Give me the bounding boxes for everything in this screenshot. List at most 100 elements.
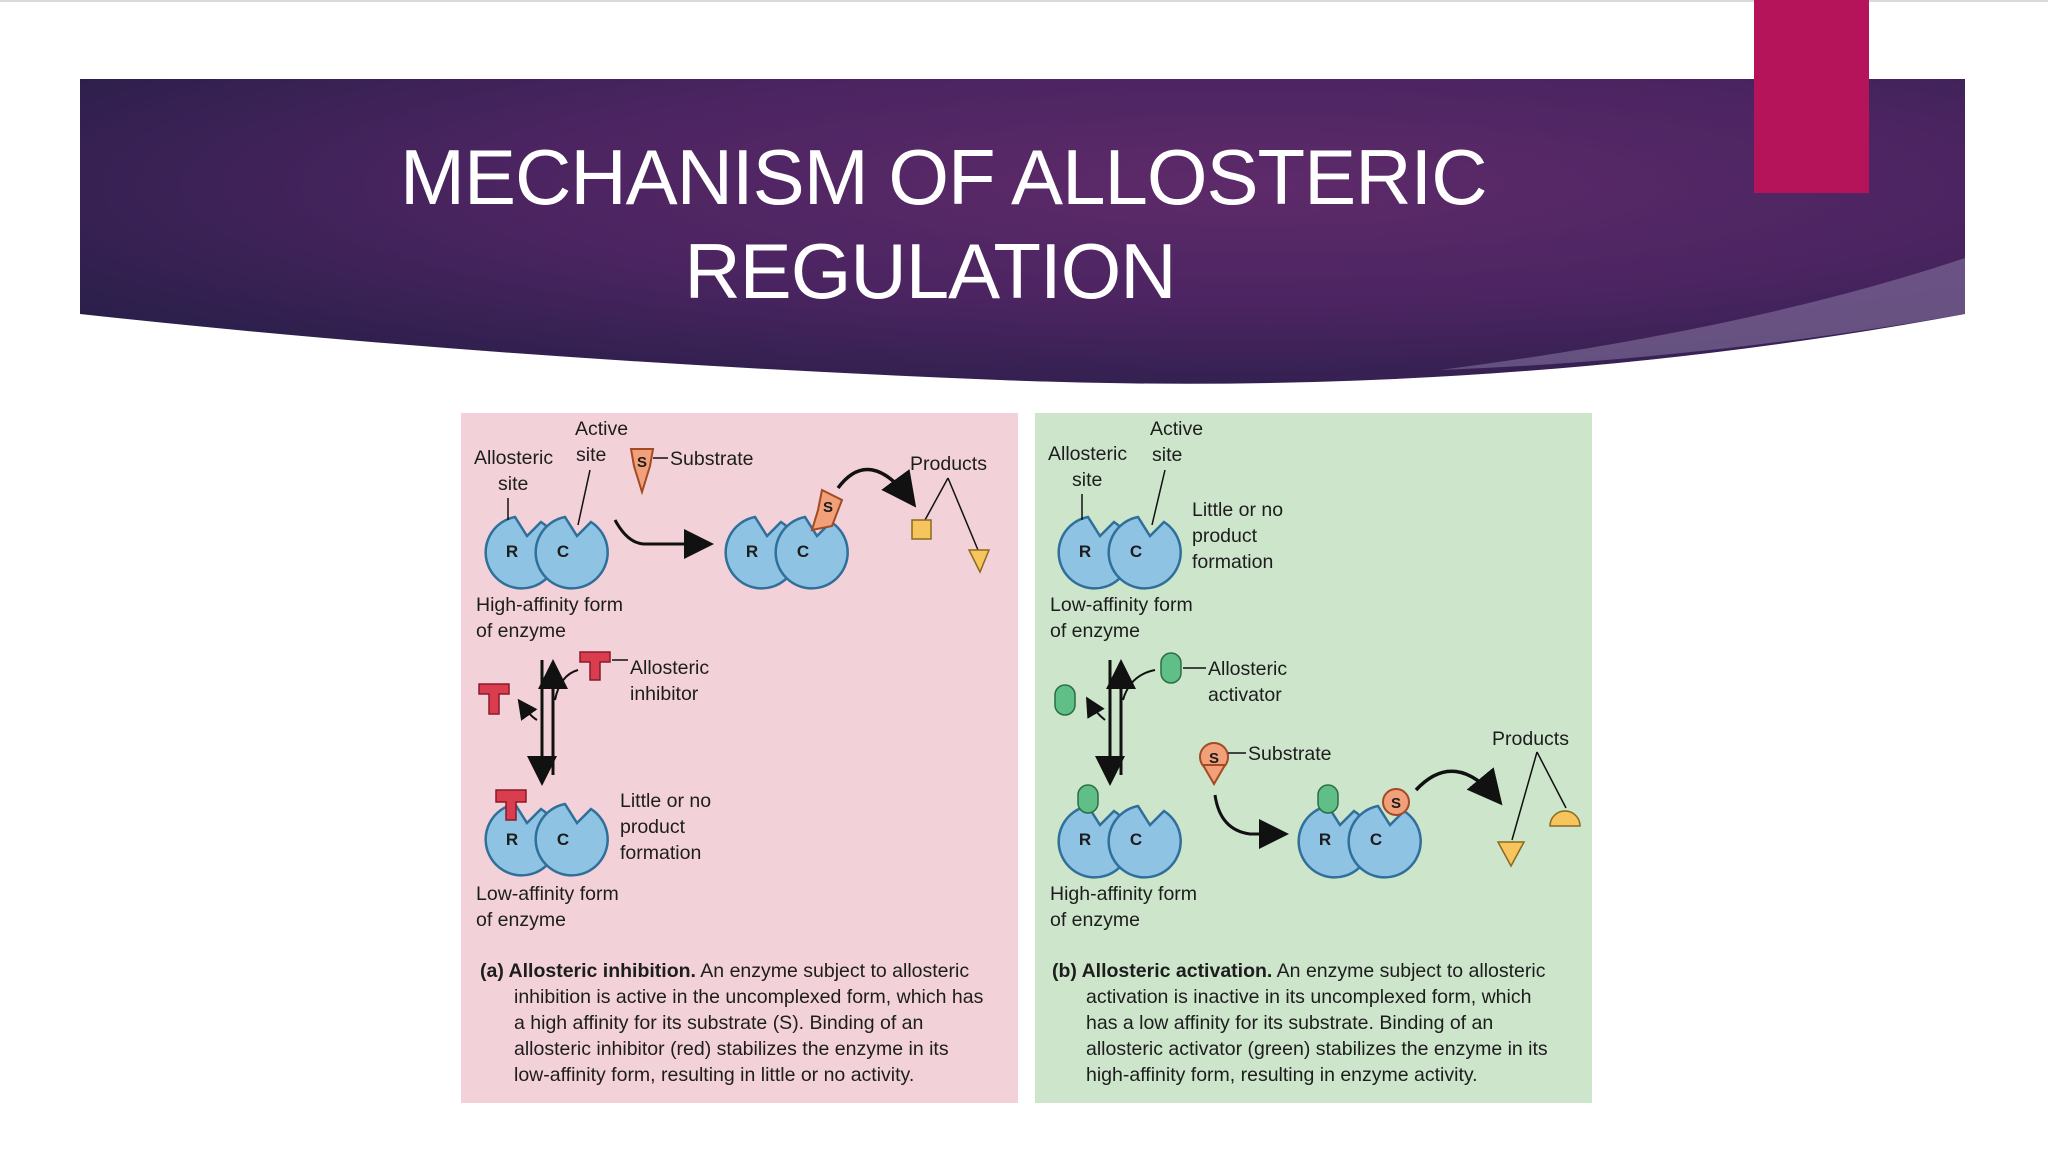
bound-activator-icon	[1077, 784, 1099, 814]
caption-panel-b: (b) Allosteric activation. An enzyme sub…	[1052, 958, 1572, 1088]
pointer-product-1-b	[1511, 751, 1538, 841]
label-active-site-a-2: site	[576, 444, 606, 466]
panel-b: R C Active site Allosteric site Little o…	[1048, 418, 1581, 931]
label-little-b-2: product	[1192, 525, 1258, 547]
substrate-bound-glyph-a: S	[823, 499, 833, 516]
enzyme-b-high-affinity: R C	[1057, 784, 1182, 879]
title-line-2: REGULATION	[684, 227, 1176, 315]
slide-title: MECHANISM OF ALLOSTERIC REGULATION	[400, 130, 1488, 318]
bound-activator-icon-2	[1317, 784, 1339, 814]
label-allosteric-site-a-1: Allosteric	[474, 447, 553, 469]
arrow-inhibitor-leave	[517, 698, 538, 721]
panel-a: R C Active site Allosteric site S Substr…	[474, 418, 991, 931]
label-active-site-b-2: site	[1152, 444, 1182, 466]
caption-a-line-2: inhibition is active in the uncomplexed …	[514, 986, 984, 1008]
banner-swoosh	[1440, 258, 1965, 370]
title-banner	[0, 0, 2048, 384]
label-little-a-1: Little or no	[620, 790, 711, 812]
pointer-active-site-a	[577, 469, 591, 526]
catalytic-subunit-label-b1: C	[1130, 542, 1142, 561]
product-semicircle-b	[1549, 810, 1581, 827]
caption-b-line-1: An enzyme subject to allosteric	[1276, 960, 1546, 982]
arrow-activator-join	[1122, 669, 1156, 701]
enzyme-substrate-complex-b: S R C	[1297, 784, 1422, 879]
regulatory-subunit-label-b1: R	[1079, 542, 1091, 561]
catalytic-subunit-label-3: C	[557, 830, 569, 849]
accent-tab	[1754, 0, 1869, 193]
catalytic-subunit-label: C	[557, 542, 569, 561]
allosteric-inhibitor-icon	[579, 651, 611, 681]
label-little-b-1: Little or no	[1192, 499, 1283, 521]
released-inhibitor-icon	[478, 683, 510, 715]
regulatory-subunit-label-3: R	[506, 830, 518, 849]
substrate-a: S	[629, 448, 655, 496]
label-low-affinity-b-2: of enzyme	[1050, 620, 1140, 642]
caption-b-line-4: allosteric activator (green) stabilizes …	[1086, 1038, 1548, 1060]
arrow-binding-a	[613, 519, 714, 559]
label-high-affinity-b-1: High-affinity form	[1050, 883, 1197, 905]
caption-b-line-3: has a low affinity for its substrate. Bi…	[1086, 1012, 1494, 1034]
regulatory-subunit-label-2: R	[746, 542, 758, 561]
label-inhibitor-1: Allosteric	[630, 657, 709, 679]
regulatory-subunit-label-b3: R	[1319, 830, 1331, 849]
pointer-product-1-a	[924, 477, 949, 521]
substrate-bound-glyph-b: S	[1391, 795, 1401, 812]
arrow-activator-leave	[1085, 696, 1106, 721]
banner-shape	[80, 79, 1965, 384]
arrow-products-a	[836, 467, 917, 508]
substrate-glyph-b: S	[1209, 750, 1219, 767]
caption-a-line-1: An enzyme subject to allosteric	[700, 960, 970, 982]
label-high-affinity-b-2: of enzyme	[1050, 909, 1140, 931]
bound-inhibitor-icon	[495, 789, 527, 821]
catalytic-subunit-label-b2: C	[1130, 830, 1142, 849]
arrow-binding-b	[1213, 794, 1289, 849]
caption-panel-a: (a) Allosteric inhibition. An enzyme sub…	[480, 958, 1000, 1088]
label-low-affinity-a-1: Low-affinity form	[476, 883, 619, 905]
caption-a-line-3: a high affinity for its substrate (S). B…	[514, 1012, 924, 1034]
label-substrate-a: Substrate	[670, 448, 753, 470]
label-products-b: Products	[1492, 728, 1569, 750]
label-active-site-b-1: Active	[1150, 418, 1203, 440]
label-substrate-b: Substrate	[1248, 743, 1331, 765]
released-activator-icon	[1054, 684, 1076, 716]
title-line-1: MECHANISM OF ALLOSTERIC	[400, 133, 1488, 221]
product-triangle-b	[1496, 841, 1526, 868]
label-little-a-3: formation	[620, 842, 701, 864]
enzyme-substrate-complex-a: S R C	[724, 488, 849, 590]
pointer-product-2-b	[1536, 751, 1567, 809]
label-low-affinity-a-2: of enzyme	[476, 909, 566, 931]
caption-a-label: (a) Allosteric inhibition.	[480, 960, 696, 982]
arrow-inhibitor-join	[554, 669, 579, 701]
label-allosteric-site-b-1: Allosteric	[1048, 443, 1127, 465]
label-activator-2: activator	[1208, 684, 1282, 706]
label-products-a: Products	[910, 453, 987, 475]
regulatory-subunit-label: R	[506, 542, 518, 561]
label-active-site-a-1: Active	[575, 418, 628, 440]
label-allosteric-site-a-2: site	[498, 473, 528, 495]
enzyme-a-low-affinity: R C	[484, 789, 609, 877]
label-little-a-2: product	[620, 816, 686, 838]
product-triangle-a	[967, 549, 991, 574]
product-square-a	[911, 519, 932, 540]
label-little-b-3: formation	[1192, 551, 1273, 573]
substrate-glyph-a: S	[637, 454, 647, 471]
enzyme-b-low-affinity: R C	[1057, 515, 1182, 590]
enzyme-a-high-affinity: R C	[484, 515, 609, 590]
label-inhibitor-2: inhibitor	[630, 683, 699, 705]
allosteric-activator-icon	[1160, 652, 1182, 684]
caption-b-label: (b) Allosteric activation.	[1052, 960, 1273, 982]
catalytic-subunit-label-2: C	[797, 542, 809, 561]
label-low-affinity-b-1: Low-affinity form	[1050, 594, 1193, 616]
label-activator-1: Allosteric	[1208, 658, 1287, 680]
label-allosteric-site-b-2: site	[1072, 469, 1102, 491]
caption-b-line-2: activation is inactive in its uncomplexe…	[1086, 986, 1532, 1008]
label-high-affinity-a-2: of enzyme	[476, 620, 566, 642]
substrate-b: S	[1199, 742, 1229, 786]
label-high-affinity-a-1: High-affinity form	[476, 594, 623, 616]
regulatory-subunit-label-b2: R	[1079, 830, 1091, 849]
arrow-products-b	[1414, 767, 1503, 806]
caption-b-line-5: high-affinity form, resulting in enzyme …	[1086, 1064, 1478, 1086]
caption-a-line-4: allosteric inhibitor (red) stabilizes th…	[514, 1038, 949, 1060]
